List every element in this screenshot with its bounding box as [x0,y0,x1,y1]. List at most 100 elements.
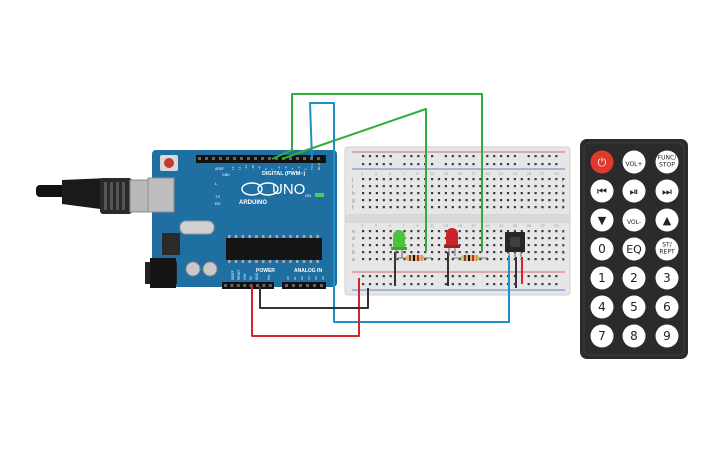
analog-header[interactable] [282,282,326,289]
column-number: 1 [361,223,364,228]
remote-button-9[interactable]: 9 [655,324,679,348]
tx-label: TX [215,194,220,199]
remote-button-label: ⏻ [598,156,607,169]
gnd-label: GND [222,173,230,177]
atmega-chip [226,238,322,260]
column-number: 19 [485,223,490,228]
remote-button-label: ⏯ [630,185,639,198]
row-letter: d [352,236,355,242]
power-header[interactable] [222,282,274,289]
capacitor [185,261,201,277]
remote-button-func-stop[interactable]: FUNC/STOP [655,150,679,174]
remote-button-vol-down[interactable]: VOL- [622,208,646,232]
row-letter: b [562,250,565,256]
remote-button-next[interactable]: ⏭ [655,179,679,203]
reset-pin-label: RESET [237,269,241,280]
column-number: 5 [389,223,392,228]
black-wire[interactable] [259,286,369,309]
arduino-uno-board[interactable]: UNO ARDUINO DIGITAL (PWM~) POWER ANALOG … [145,150,337,289]
digital-pin-label: 4 [290,168,294,170]
digital-pin-label: ~6 [277,166,281,170]
remote-button-vol-up[interactable]: VOL+ [622,150,646,174]
remote-button-label: FUNC/ [658,155,678,162]
resistor[interactable] [398,255,432,261]
column-number: 11 [430,171,435,176]
green-wire[interactable] [281,108,427,252]
model-label: UNO [272,181,305,198]
remote-button-label: ⏭ [662,185,672,198]
remote-button-label: 5 [630,300,638,314]
remote-button-label: ⏮ [597,185,607,198]
red-led[interactable] [444,228,460,256]
3v3-label: 3.3V [243,273,247,280]
vin-label: Vin [267,275,271,280]
remote-button-up[interactable]: ▲ [655,208,679,232]
row-letter: a [562,257,565,263]
row-letter: b [352,250,355,256]
analog-pin-label: A0 [286,276,290,280]
column-number: 13 [444,223,449,228]
analog-pin-label: A5 [321,276,325,280]
ir-receiver[interactable] [505,232,525,257]
remote-button-0[interactable]: 0 [590,237,614,261]
remote-button-2[interactable]: 2 [622,266,646,290]
l-label: L [215,181,218,186]
brand-label: ARDUINO [239,200,267,206]
column-number: 3 [375,171,378,176]
column-number: 25 [527,223,532,228]
remote-button-4[interactable]: 4 [590,295,614,319]
green-led[interactable] [391,230,407,258]
remote-button-play-pause[interactable]: ⏯ [622,179,646,203]
reset-button[interactable] [160,155,178,171]
column-number: 23 [513,171,518,176]
blue-wire[interactable] [309,102,510,323]
digital-pin-label: ~3 [297,166,301,170]
remote-button-1[interactable]: 1 [590,266,614,290]
column-number: 17 [471,223,476,228]
column-number: 15 [458,171,463,176]
remote-button-prev[interactable]: ⏮ [590,179,614,203]
row-letter: g [352,198,355,204]
digital-pin-label: 7 [271,168,275,170]
digital-label: DIGITAL (PWM~) [262,171,306,177]
remote-button-8[interactable]: 8 [622,324,646,348]
row-letter: a [352,257,355,263]
remote-button-label: 4 [598,300,606,314]
remote-button-label: ST/ [662,242,672,249]
remote-button-label: 7 [598,329,606,343]
column-number: 19 [485,171,490,176]
remote-button-st-rept[interactable]: ST/REPT [655,237,679,261]
remote-button-eq[interactable]: EQ [622,237,646,261]
analog-label: ANALOG IN [294,268,322,274]
crystal [179,220,215,235]
row-letter: j [561,177,563,183]
remote-button-label: VOL+ [625,161,642,168]
column-number: 9 [416,223,419,228]
column-number: 25 [527,171,532,176]
remote-button-label: VOL- [627,219,641,226]
row-letter: e [562,229,565,235]
row-letter: g [562,198,565,204]
column-number: 17 [471,171,476,176]
column-number: 15 [458,223,463,228]
remote-button-6[interactable]: 6 [655,295,679,319]
row-letter: c [562,243,565,249]
digital-pin-label: RX 0 [317,163,321,170]
remote-button-3[interactable]: 3 [655,266,679,290]
digital-pin-label: 13 [231,166,235,170]
remote-button-label: STOP [659,162,675,169]
row-letter: i [352,184,353,190]
resistor[interactable] [452,255,488,261]
column-number: 27 [540,171,545,176]
remote-button-7[interactable]: 7 [590,324,614,348]
remote-button-power[interactable]: ⏻ [590,150,614,174]
remote-button-5[interactable]: 5 [622,295,646,319]
green-wire[interactable] [271,93,483,252]
row-letter: h [352,191,355,197]
digital-pin-label: ~11 [244,165,248,170]
remote-button-down[interactable]: ▼ [590,208,614,232]
row-letter: h [562,191,565,197]
remote-button-label: 1 [598,271,606,285]
column-number: 7 [402,223,405,228]
